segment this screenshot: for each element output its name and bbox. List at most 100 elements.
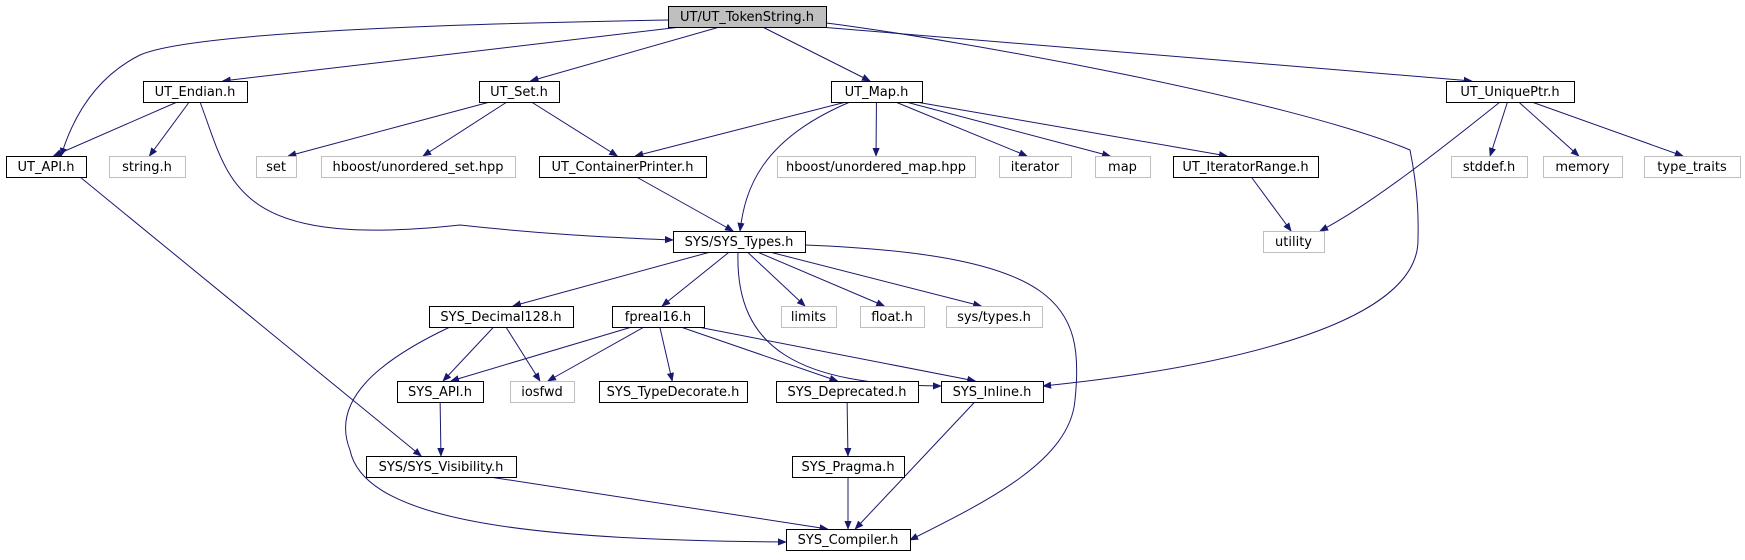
node-box — [831, 81, 923, 103]
node-box — [6, 156, 87, 178]
node-sys-types-h: sys/types.h — [946, 306, 1043, 328]
node-label: float.h — [871, 310, 913, 325]
node-label: SYS_TypeDecorate.h — [607, 385, 740, 400]
node-limits: limits — [781, 306, 837, 328]
node-box — [109, 156, 186, 178]
node-stddef: stddef.h — [1451, 156, 1528, 178]
edge-sys_api-to-sys_vis — [437, 401, 445, 457]
node-label: hboost/unordered_set.hpp — [333, 160, 504, 175]
node-label: SYS_Compiler.h — [798, 533, 899, 548]
node-box — [946, 306, 1043, 328]
node-ut-set[interactable]: UT_Set.h — [479, 81, 560, 103]
edge-root-to-sys_inline — [825, 22, 1419, 389]
node-box — [1644, 156, 1741, 178]
node-root[interactable]: UT/UT_TokenString.h — [668, 6, 827, 28]
node-iterator: iterator — [999, 156, 1072, 178]
node-sys-deprec[interactable]: SYS_Deprecated.h — [776, 381, 919, 403]
node-box — [366, 456, 517, 478]
edge-root-to-ut_endian — [221, 26, 681, 84]
node-box — [429, 306, 574, 328]
edge-ut_map-to-iterator — [895, 101, 1028, 157]
node-label: map — [1108, 160, 1137, 175]
node-label: SYS_Decimal128.h — [440, 310, 561, 325]
node-box — [479, 81, 560, 103]
node-label: SYS_Pragma.h — [801, 460, 894, 475]
node-memory: memory — [1543, 156, 1623, 178]
node-string-h: string.h — [109, 156, 186, 178]
node-sys-types[interactable]: SYS/SYS_Types.h — [673, 231, 806, 253]
node-box — [1173, 156, 1319, 178]
node-label: fpreal16.h — [625, 310, 691, 325]
edge-ut_uniqueptr-to-memory — [1518, 101, 1580, 157]
node-label: stddef.h — [1463, 160, 1515, 175]
node-box — [397, 381, 484, 403]
edge-sys_vis-to-sys_compiler — [489, 476, 829, 532]
node-box — [321, 156, 516, 178]
node-box — [1543, 156, 1623, 178]
node-sys-compiler[interactable]: SYS_Compiler.h — [786, 529, 911, 551]
node-ut-api[interactable]: UT_API.h — [6, 156, 87, 178]
node-sys-inline[interactable]: SYS_Inline.h — [941, 381, 1044, 403]
node-box — [673, 231, 806, 253]
node-box — [1263, 231, 1325, 253]
edge-fpreal16-to-iosfwd — [547, 326, 645, 382]
node-ut-uniqueptr[interactable]: UT_UniquePtr.h — [1446, 81, 1575, 103]
node-box — [792, 456, 905, 478]
node-box — [1451, 156, 1528, 178]
node-fpreal16[interactable]: fpreal16.h — [612, 306, 705, 328]
edge-sys_types-to-sys_types_h — [769, 251, 983, 308]
edge-ut_uniqueptr-to-utility — [1319, 101, 1501, 232]
edge-ut_uniqueptr-to-type_traits — [1531, 101, 1684, 157]
node-box — [143, 81, 248, 103]
node-ut-endian[interactable]: UT_Endian.h — [143, 81, 248, 103]
node-float-h: float.h — [860, 306, 925, 328]
node-box — [777, 156, 976, 178]
node-label: SYS_Deprecated.h — [787, 385, 906, 400]
edge-ut_iterrange-to-utility — [1250, 176, 1292, 232]
edge-sys_dec128-to-sys_compiler — [345, 326, 787, 546]
edge-root-to-ut_map — [762, 26, 871, 82]
node-box — [860, 306, 925, 328]
node-sys-typedec[interactable]: SYS_TypeDecorate.h — [599, 381, 748, 403]
node-ut-cprinter[interactable]: UT_ContainerPrinter.h — [539, 156, 707, 178]
node-label: UT/UT_TokenString.h — [680, 10, 814, 25]
edge-ut_map-to-ut_cprinter — [634, 101, 847, 158]
edge-sys_types-to-float_h — [757, 251, 886, 307]
node-sys-api[interactable]: SYS_API.h — [397, 381, 484, 403]
edge-ut_uniqueptr-to-stddef — [1489, 101, 1508, 157]
node-box — [1446, 81, 1575, 103]
node-ut-map[interactable]: UT_Map.h — [831, 81, 923, 103]
node-label: UT_Endian.h — [155, 85, 236, 100]
node-hb-uset: hboost/unordered_set.hpp — [321, 156, 516, 178]
node-box — [1095, 156, 1151, 178]
node-label: limits — [791, 310, 827, 325]
node-iosfwd: iosfwd — [510, 381, 575, 403]
node-ut-iterrange[interactable]: UT_IteratorRange.h — [1173, 156, 1319, 178]
edge-sys_inline-to-sys_compiler — [854, 401, 976, 530]
node-box — [999, 156, 1072, 178]
node-label: SYS_Inline.h — [953, 385, 1032, 400]
edge-fpreal16-to-sys_inline — [697, 326, 977, 383]
edge-sys_dec128-to-sys_api — [442, 326, 495, 382]
edge-fpreal16-to-sys_deprec — [680, 326, 839, 382]
node-label: SYS_API.h — [408, 385, 472, 400]
node-label: iosfwd — [521, 385, 563, 400]
edge-sys_types-to-sys_compiler — [804, 244, 1078, 541]
edge-sys_types-to-fpreal16 — [661, 251, 730, 307]
edge-ut_endian-to-ut_api — [52, 101, 178, 157]
node-label: UT_ContainerPrinter.h — [552, 160, 694, 175]
node-label: type_traits — [1657, 160, 1727, 175]
edge-sys_types-to-sys_dec128 — [512, 251, 711, 308]
node-sys-vis[interactable]: SYS/SYS_Visibility.h — [366, 456, 517, 478]
edge-fpreal16-to-sys_api — [450, 326, 632, 383]
edge-ut_set-to-ut_cprinter — [531, 101, 619, 157]
node-label: UT_Set.h — [490, 85, 548, 100]
node-sys-pragma[interactable]: SYS_Pragma.h — [792, 456, 905, 478]
node-box — [786, 529, 911, 551]
node-sys-dec128[interactable]: SYS_Decimal128.h — [429, 306, 574, 328]
edge-ut_map-to-map — [905, 101, 1112, 158]
edge-ut_endian-to-sys_types — [199, 101, 674, 244]
node-utility: utility — [1263, 231, 1325, 253]
edge-sys_deprec-to-sys_pragma — [844, 401, 852, 457]
edge-sys_dec128-to-iosfwd — [505, 326, 541, 382]
